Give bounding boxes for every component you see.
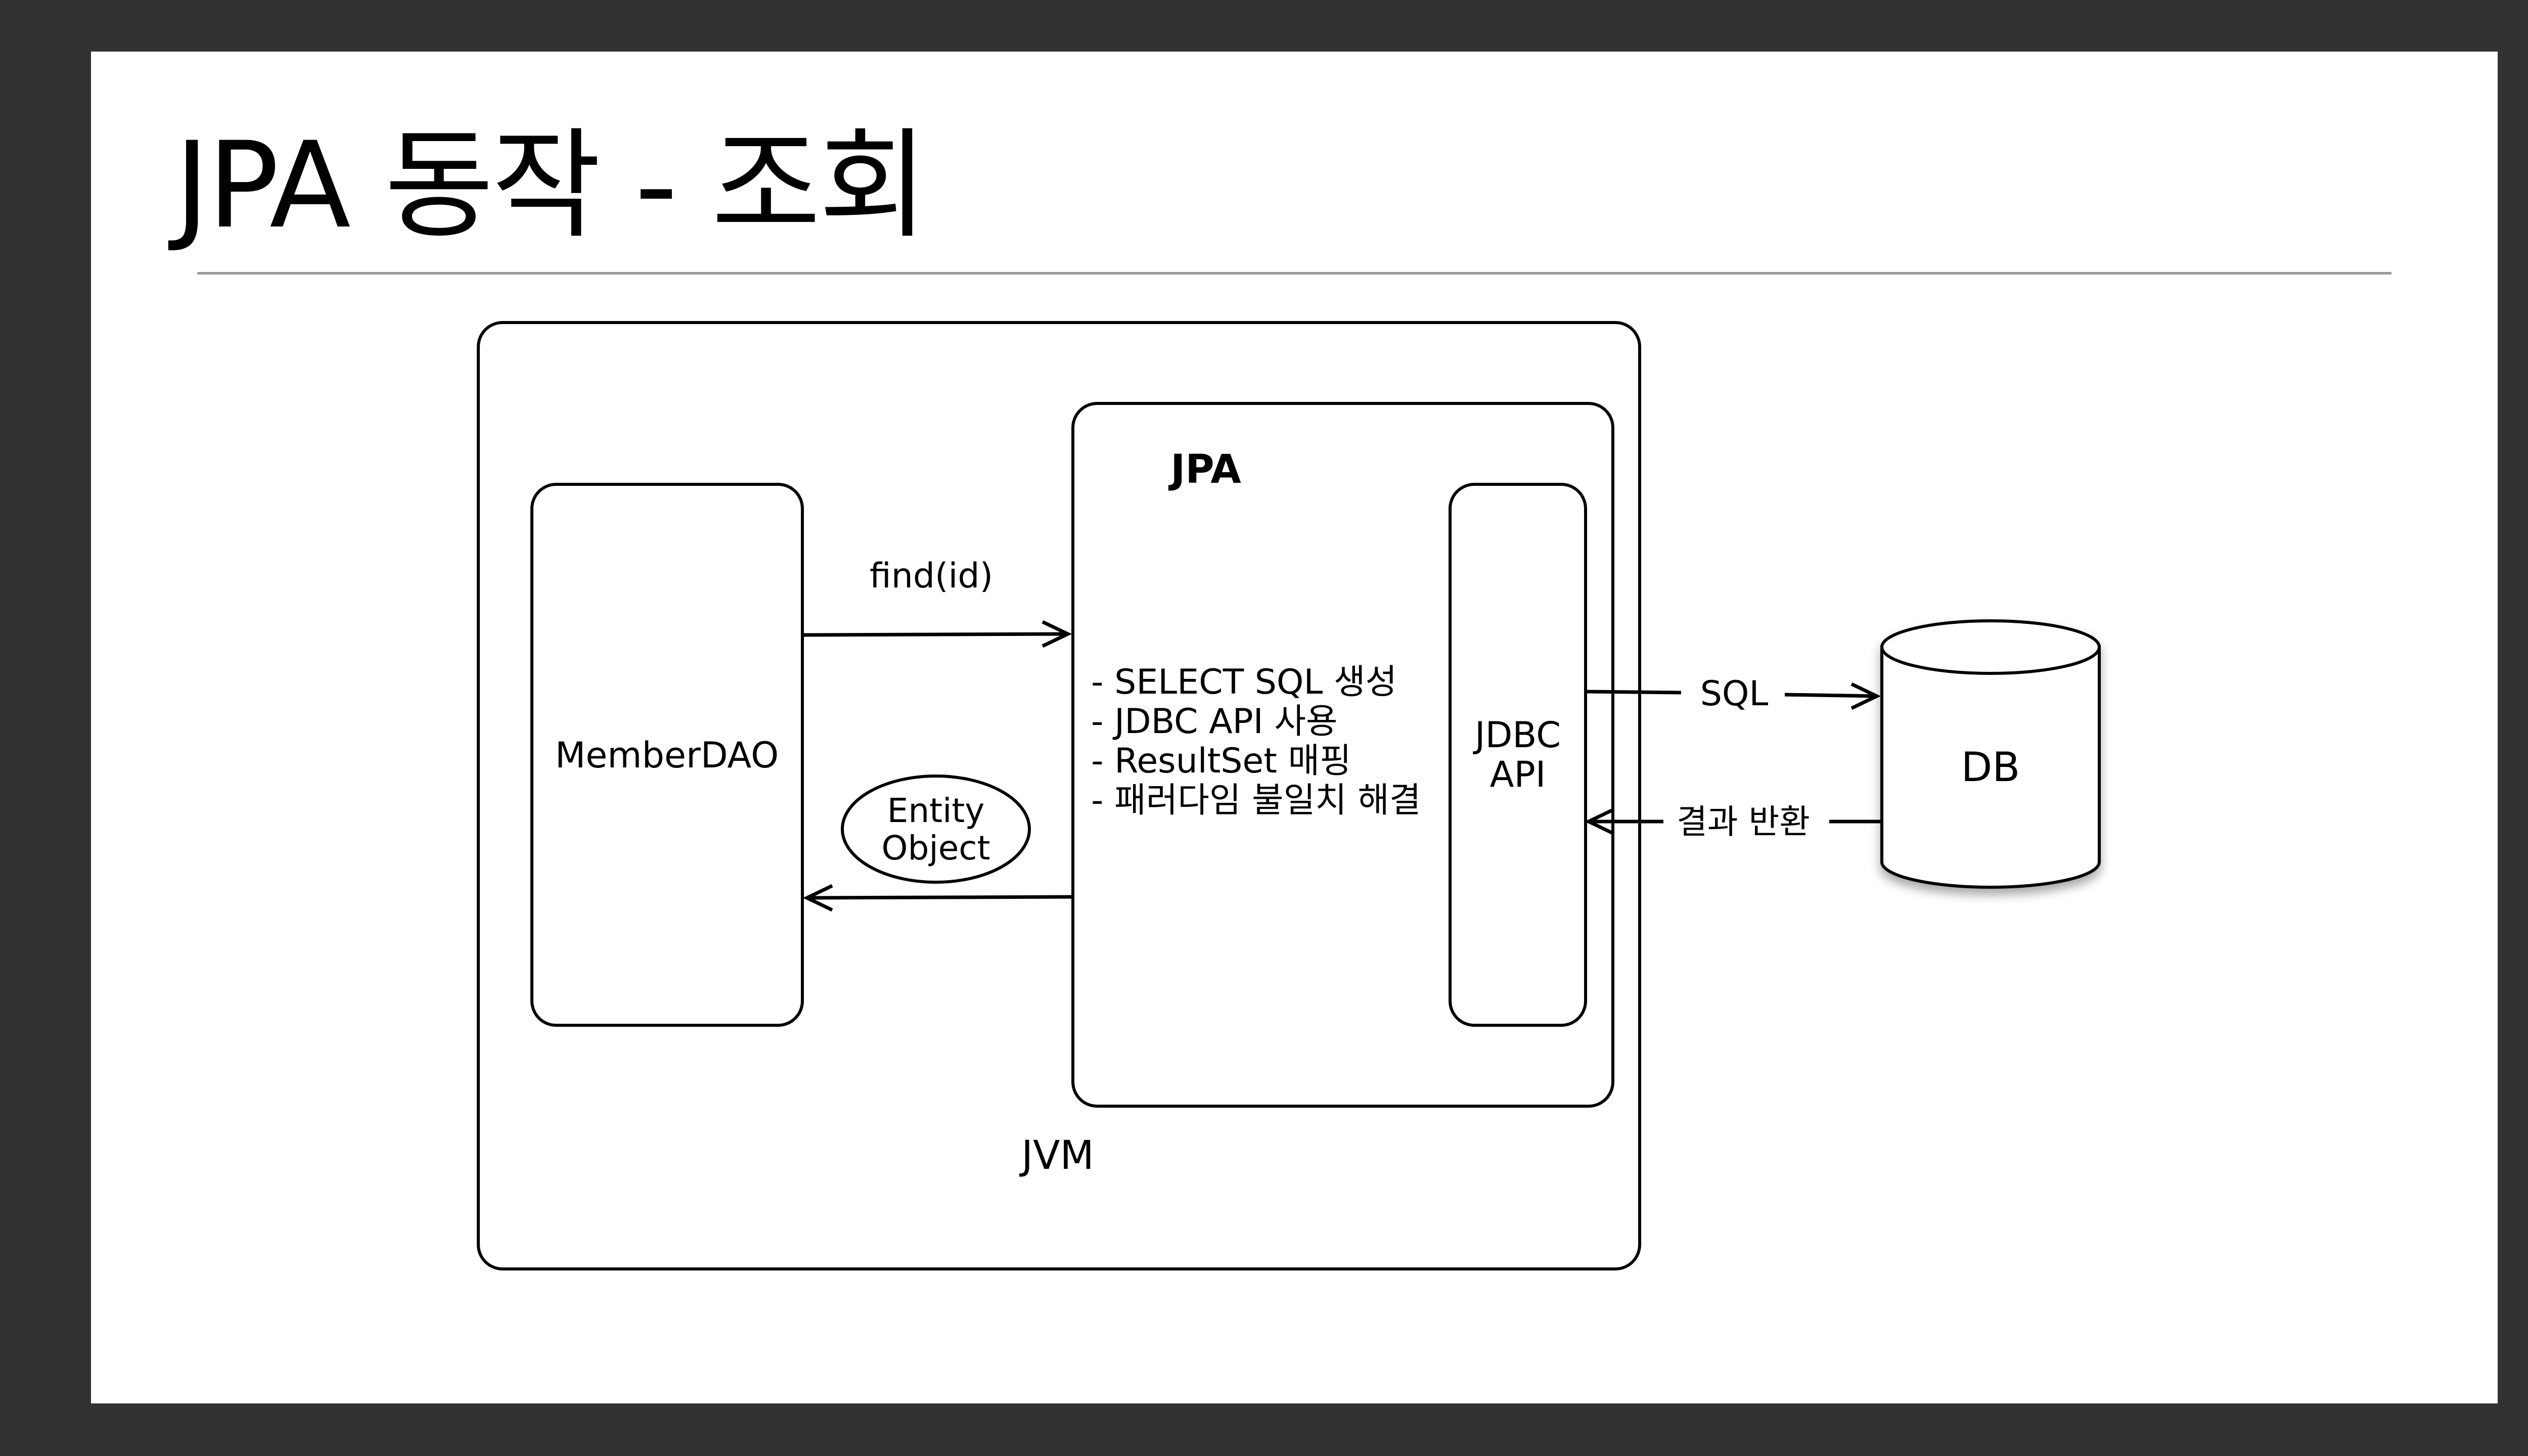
entity-label-line1: Entity <box>887 791 985 830</box>
jpa-steps-list: - SELECT SQL 생성 - JDBC API 사용 - ResultSe… <box>1091 662 1421 821</box>
jpa-step: - 패러다임 불일치 해결 <box>1091 781 1421 821</box>
jvm-label: JVM <box>1019 1133 1094 1178</box>
jpa-step: - JDBC API 사용 <box>1091 702 1337 742</box>
database-cylinder <box>1880 619 2101 889</box>
return-arrow <box>802 884 1073 912</box>
jpa-step: - ResultSet 매핑 <box>1091 741 1351 781</box>
jdbc-label-line1: JDBC <box>1473 714 1561 756</box>
entity-object-ellipse <box>841 775 1031 884</box>
sql-label: SQL <box>1700 674 1769 714</box>
find-label: find(id) <box>870 556 993 596</box>
jpa-step: - SELECT SQL 생성 <box>1091 662 1397 702</box>
sql-arrow <box>1585 682 1881 710</box>
result-label: 결과 반환 <box>1677 802 1810 841</box>
jdbc-api-box <box>1449 483 1587 1027</box>
member-dao-label: MemberDAO <box>555 735 779 776</box>
find-arrow <box>802 620 1072 648</box>
result-arrow <box>1584 807 1881 836</box>
db-label: DB <box>1961 744 2020 791</box>
jpa-label: JPA <box>1168 447 1241 492</box>
member-dao-box <box>530 483 804 1027</box>
jdbc-label-line2: API <box>1490 754 1546 795</box>
entity-label-line2: Object <box>882 829 990 868</box>
slide-title: JPA 동작 - 조회 <box>174 117 928 255</box>
title-divider <box>197 272 2391 275</box>
